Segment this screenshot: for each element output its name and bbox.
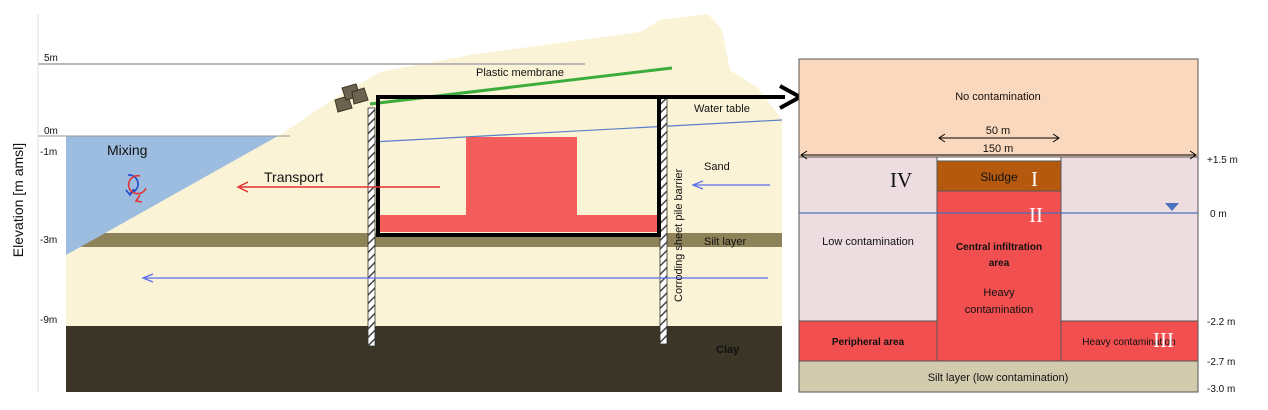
- clay-label: Clay: [716, 344, 740, 356]
- focus-box: [376, 95, 661, 237]
- zone-no-contamination: [798, 58, 1199, 158]
- plastic-membrane-label: Plastic membrane: [476, 67, 564, 79]
- low-contamination-label: Low contamination: [822, 236, 914, 248]
- central-title-line1: Central infiltration: [956, 242, 1042, 253]
- dim-150-head-left: [800, 150, 808, 160]
- zone-peripheral: [798, 320, 938, 362]
- sheet-pile-left: [367, 107, 376, 347]
- depth-plus1-5: +1.5 m: [1207, 155, 1238, 166]
- depth-minus2-7: -2.7 m: [1207, 357, 1235, 368]
- dim-50-head-right: [1052, 133, 1060, 143]
- heavy-right-label: Heavy contamination: [1082, 337, 1175, 348]
- rock-armour: [334, 83, 369, 113]
- water-table-label: Water table: [694, 103, 750, 115]
- contamination-plume: [380, 137, 658, 232]
- dim-50-label: 50 m: [986, 125, 1010, 137]
- dim-150-label: 150 m: [983, 143, 1014, 155]
- elev-0m: 0m: [44, 126, 58, 137]
- depth-minus3-0: -3.0 m: [1207, 384, 1235, 395]
- zone-low-right: [1060, 156, 1199, 322]
- clay-layer: [66, 326, 782, 392]
- roman-I: I: [1031, 167, 1038, 191]
- elev-5m: 5m: [44, 53, 58, 64]
- left-cross-section: Elevation [m amsl] 5m 0m -1m -3m -9m Mix…: [10, 14, 805, 392]
- no-contamination-label: No contamination: [955, 91, 1041, 103]
- zone-sludge: [936, 160, 1062, 192]
- dim-150-head-right: [1189, 150, 1197, 160]
- water-table-line: [371, 119, 783, 143]
- central-title-line2: area: [989, 258, 1010, 269]
- silt-label: Silt layer (low contamination): [928, 372, 1069, 384]
- sand-body: [66, 14, 782, 326]
- flow-arrowhead-deep: [141, 273, 154, 283]
- mixing-swirl-icon: [125, 174, 147, 203]
- dim-50-head-left: [938, 133, 946, 143]
- zone-silt: [798, 360, 1199, 393]
- roman-IV: IV: [890, 168, 912, 192]
- y-axis-label: Elevation [m amsl]: [10, 143, 26, 257]
- silt-layer-label: Silt layer: [704, 236, 747, 248]
- central-sub-line2: contamination: [965, 304, 1034, 316]
- elev-minus1m: -1m: [40, 147, 57, 158]
- roman-III: III: [1153, 328, 1174, 352]
- right-zone-panel: No contamination 50 m 150 m Sludge Low c…: [798, 58, 1238, 395]
- elev-minus9m: -9m: [40, 315, 57, 326]
- peripheral-label: Peripheral area: [832, 337, 905, 348]
- water-level-marker-icon: [1165, 203, 1179, 211]
- barrier-label: Corroding sheet pile barrier: [673, 168, 685, 302]
- flow-arrowhead-sand: [691, 180, 704, 190]
- depth-minus2-2: -2.2 m: [1207, 317, 1235, 328]
- central-sub-line1: Heavy: [983, 287, 1015, 299]
- roman-II: II: [1029, 203, 1043, 227]
- water-body: [66, 136, 278, 255]
- zone-heavy-right: [1060, 320, 1199, 362]
- elev-minus3m: -3m: [40, 235, 57, 246]
- transport-arrowhead: [236, 181, 249, 193]
- mixing-label: Mixing: [107, 142, 147, 158]
- sheet-pile-right: [659, 95, 668, 345]
- zone-central: [936, 190, 1062, 362]
- depth-0: 0 m: [1210, 209, 1227, 220]
- sludge-label: Sludge: [980, 170, 1018, 184]
- sand-label: Sand: [704, 161, 730, 173]
- transport-label: Transport: [264, 169, 324, 185]
